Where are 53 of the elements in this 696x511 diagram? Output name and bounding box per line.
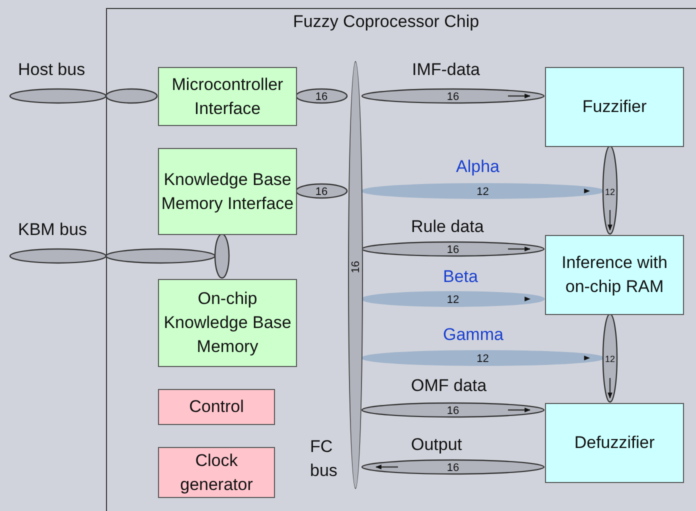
- function-block: [158, 67, 297, 126]
- signal-label: Host bus: [18, 60, 86, 80]
- signal-label: KBM bus: [18, 220, 87, 240]
- edge-label: 12: [605, 186, 615, 198]
- edge-label: 16: [446, 405, 460, 417]
- bus-connector: [295, 183, 348, 199]
- signal-label: IMF-data: [412, 60, 480, 80]
- edge-label: 16: [315, 91, 328, 103]
- bus-connector: [602, 313, 618, 403]
- bus-connector: [295, 88, 348, 104]
- function-block: [158, 447, 275, 498]
- signal-label: Beta: [443, 267, 478, 287]
- function-block: [545, 235, 684, 315]
- bus-width-label: 16: [350, 260, 362, 274]
- block-label: Fuzzifier: [582, 96, 647, 118]
- signal-label: Rule data: [411, 217, 484, 237]
- edge-label: 12: [446, 294, 460, 306]
- block-label: Microcontroller Interface: [170, 74, 284, 120]
- block-label: Defuzzifier: [574, 432, 655, 454]
- edge-label: 12: [476, 186, 489, 198]
- edge-label: 16: [446, 91, 460, 103]
- function-block: [545, 67, 684, 147]
- block-label: Control: [189, 396, 244, 418]
- chip-title: Fuzzy Coprocessor Chip: [293, 12, 480, 32]
- edge-label: 12: [476, 353, 489, 365]
- block-label: Clock generator: [179, 450, 254, 496]
- block-label: Inference with on-chip RAM: [560, 252, 668, 298]
- signal-label: Alpha: [456, 157, 500, 177]
- bus-connector: [361, 88, 545, 104]
- bus-connector: [361, 459, 545, 475]
- edge-label: 16: [446, 462, 460, 474]
- signal-label: Gamma: [443, 325, 504, 345]
- bus-connector: [361, 241, 545, 257]
- edge-label: 16: [315, 186, 328, 198]
- edge-label: 12: [605, 353, 615, 365]
- function-block: [545, 403, 684, 483]
- signal-label: OMF data: [411, 376, 487, 396]
- bus-connector: [361, 183, 604, 199]
- bus-name: FC bus: [310, 436, 338, 482]
- function-block: [158, 389, 275, 425]
- block-label: Knowledge Base Memory Interface: [161, 168, 294, 214]
- bus-connector: [214, 233, 230, 279]
- edge-label: 16: [446, 244, 460, 256]
- bus-connector: [9, 88, 158, 104]
- function-block: [158, 148, 297, 235]
- bus-connector: [361, 402, 545, 418]
- function-block: [158, 279, 297, 367]
- bus-connector: [602, 145, 618, 235]
- block-label: On-chip Knowledge Base Memory: [162, 288, 292, 358]
- bus-connector: [361, 350, 604, 366]
- bus-connector: [9, 248, 216, 264]
- bus-connector: [361, 291, 545, 307]
- signal-label: Output: [411, 435, 462, 455]
